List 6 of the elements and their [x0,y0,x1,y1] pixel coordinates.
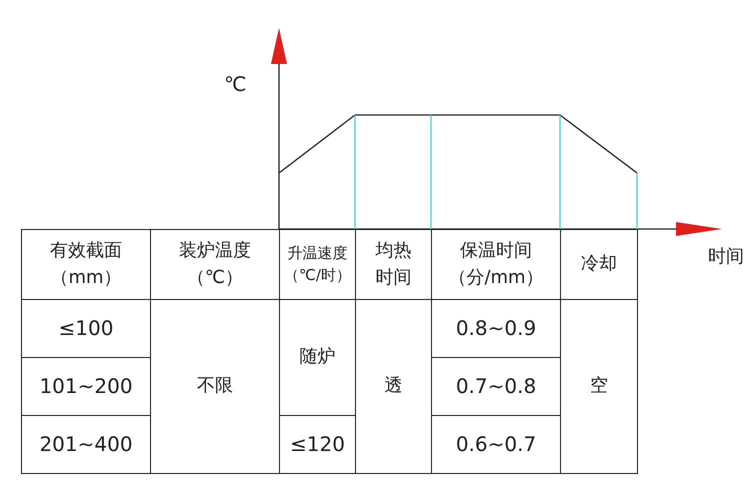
table-cell: 空 [560,299,638,474]
axis-label: ℃ [224,72,246,96]
table-header: 冷却 [560,229,638,300]
table-cell: 201~400 [21,415,151,474]
table-header: 有效截面（mm） [21,229,151,300]
axis-label: 时间 [708,245,744,268]
